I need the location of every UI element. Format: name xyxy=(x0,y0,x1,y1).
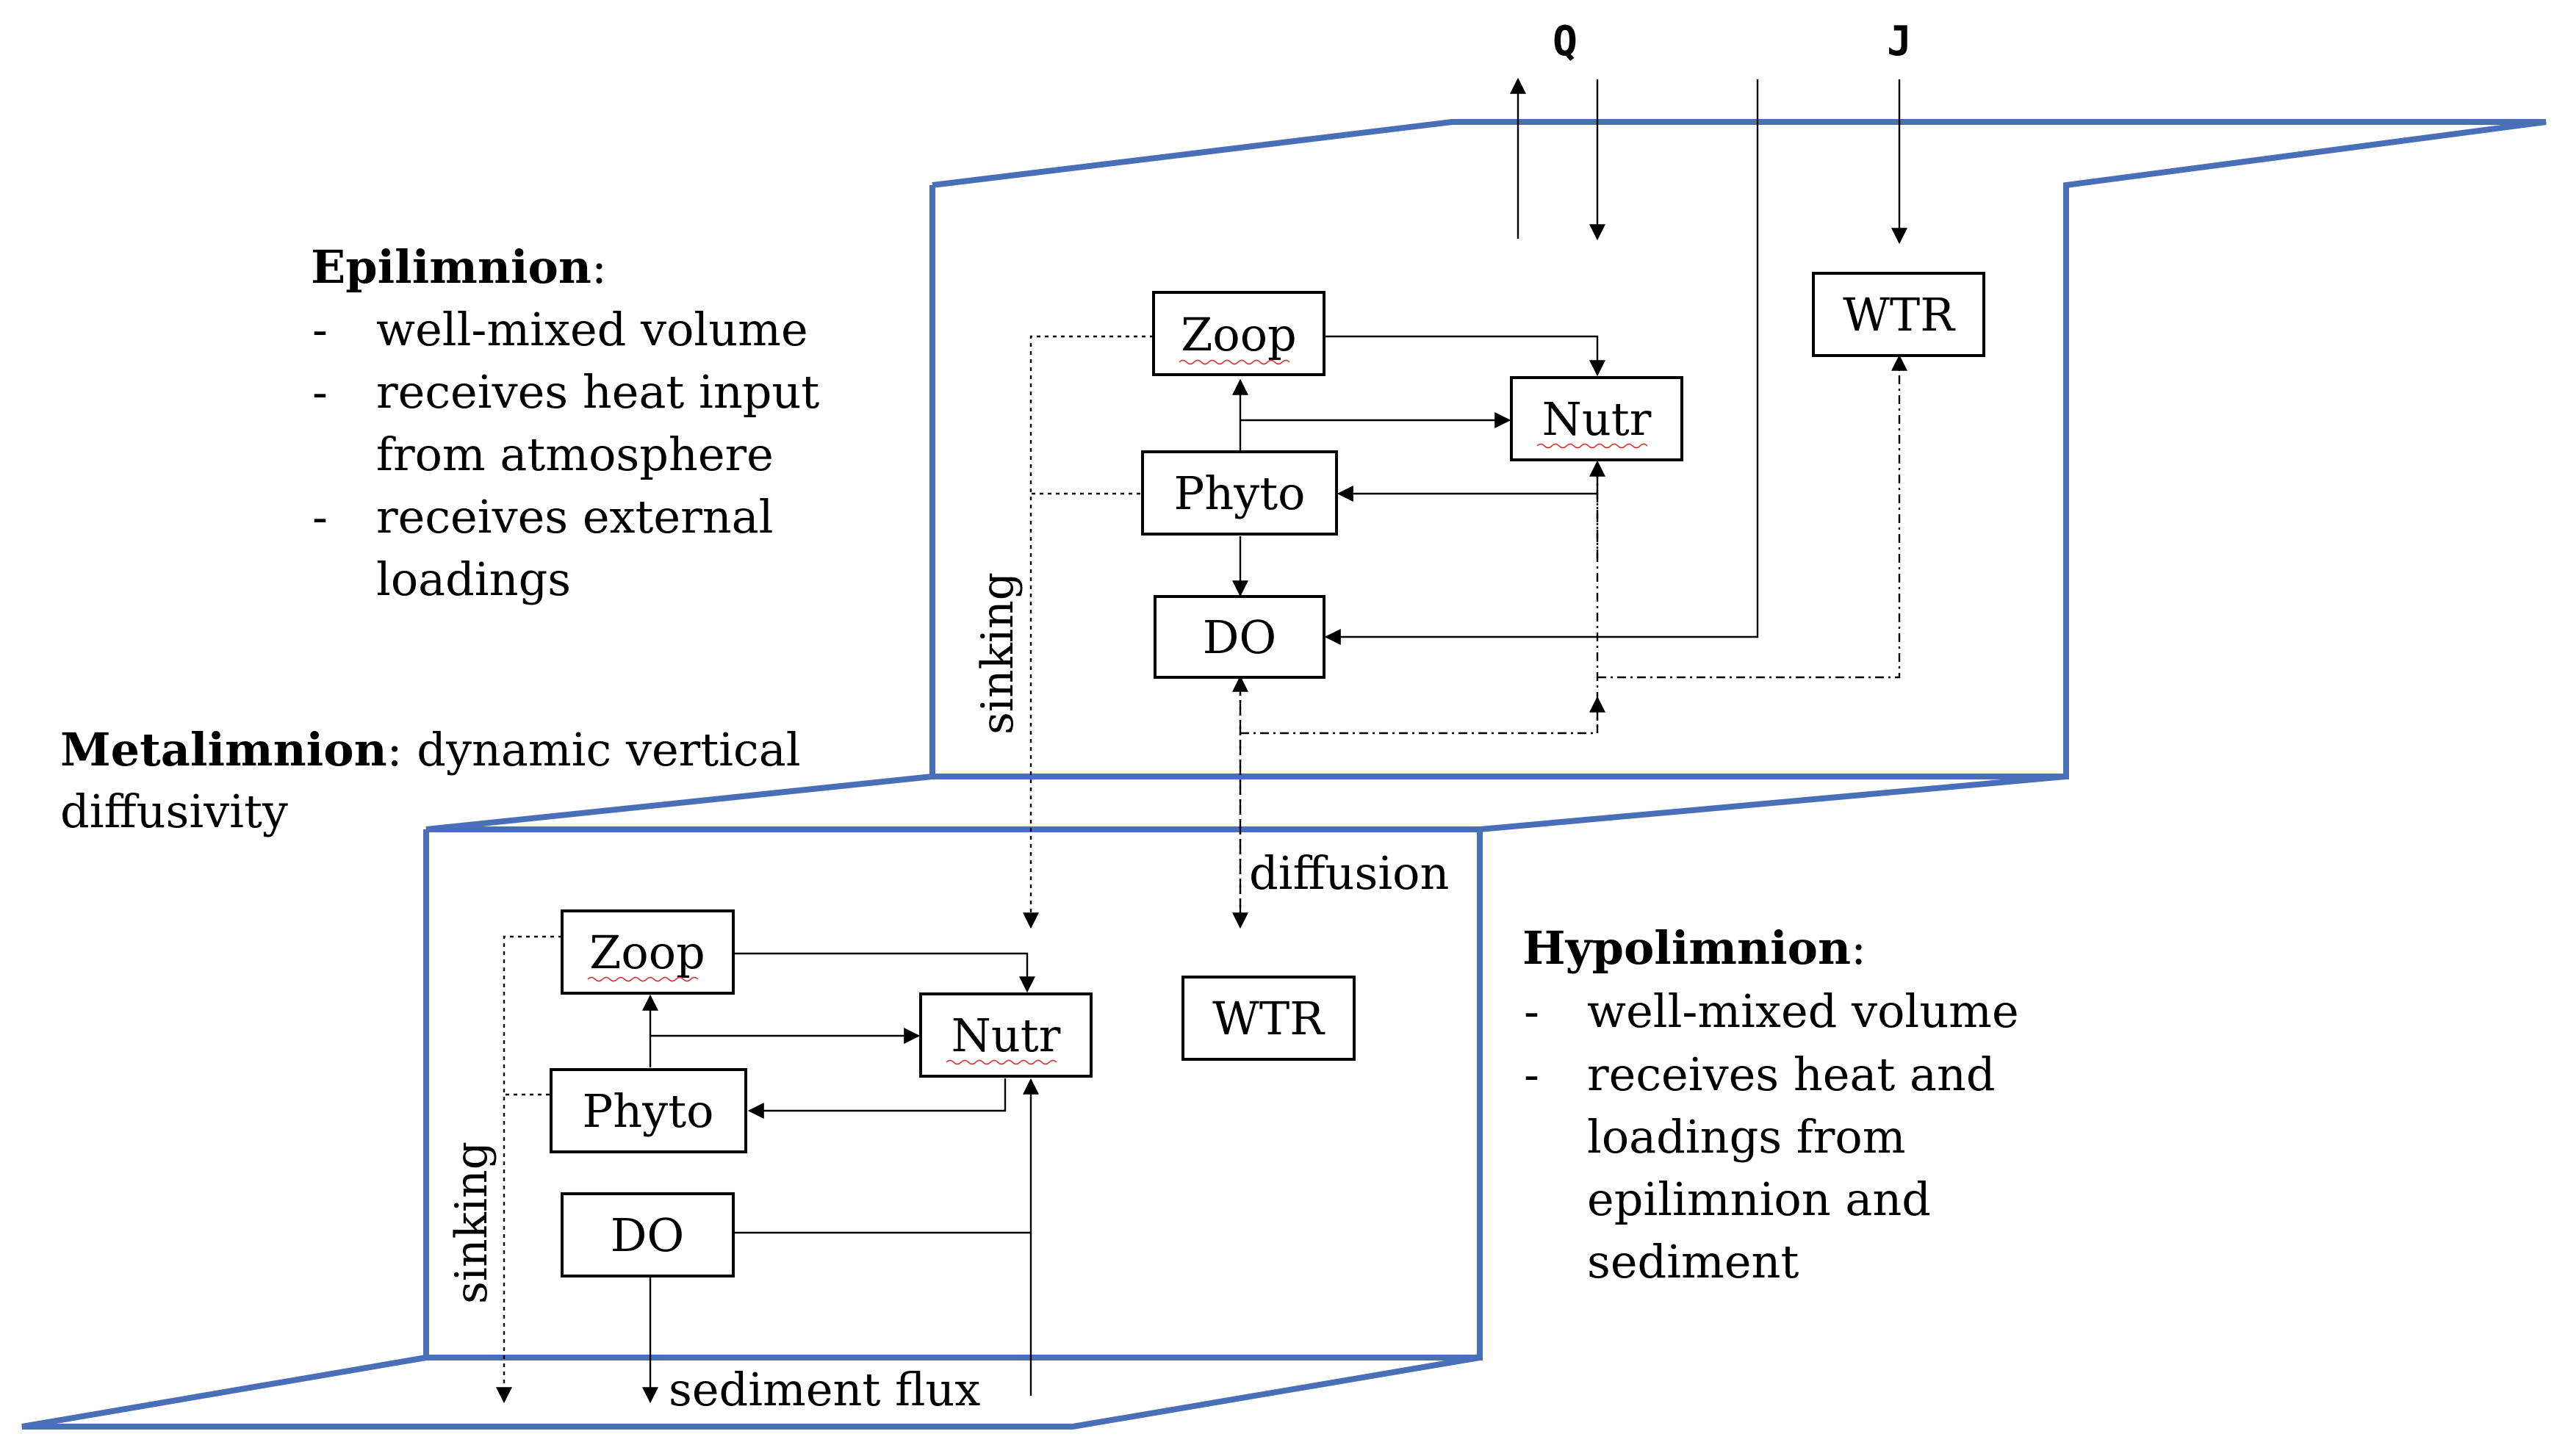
epilimnion-bullet-dash: - xyxy=(312,303,328,356)
epilimnion-bullet-dash: - xyxy=(312,490,328,544)
hypo-zoop-box xyxy=(561,909,735,995)
layer-outlines xyxy=(21,119,2547,1430)
epi-phyto-label: Phyto xyxy=(1174,466,1306,520)
hypo-wtr-box xyxy=(1181,976,1356,1061)
hypo-sinking-label: sinking xyxy=(446,1142,497,1304)
hypo-phyto-box xyxy=(550,1068,747,1153)
epilimnion-title: Epilimnion xyxy=(311,240,591,294)
epilimnion-bottom-connector xyxy=(425,774,2067,832)
hypolimnion-description: Hypolimnion: - well-mixed volume - recei… xyxy=(1522,921,2019,1289)
hypolimnion-title: Hypolimnion xyxy=(1522,921,1851,975)
hypolimnion-bottom-connector xyxy=(21,1355,1481,1430)
hypolimnion-bullet-2-line-2: loadings from xyxy=(1587,1110,1906,1164)
hypo-phyto-label: Phyto xyxy=(583,1084,714,1138)
hypolimnion-nodes: Zoop Nutr Phyto DO WTR xyxy=(550,909,1356,1277)
epi-do-label: DO xyxy=(1203,610,1277,664)
metalimnion-description-line-2: diffusivity xyxy=(60,785,288,838)
svg-text:Metalimnion: dynamic vertical: Metalimnion: dynamic vertical xyxy=(60,723,801,776)
metalimnion-title: Metalimnion xyxy=(60,723,387,776)
epilimnion-description: Epilimnion: - well-mixed volume - receiv… xyxy=(311,240,819,606)
hypo-nutr-label: Nutr xyxy=(952,1009,1061,1062)
loading-label: J xyxy=(1887,18,1912,65)
epi-nutr-box xyxy=(1510,376,1683,461)
external-inputs: Q J xyxy=(1324,18,1912,645)
epilimnion-nodes: Zoop Nutr Phyto DO WTR xyxy=(1141,272,1985,679)
diffusion-label-background xyxy=(1248,843,1468,902)
diffusion-label: diffusion xyxy=(1249,846,1449,900)
hypolimnion-bullet-2-line-3: epilimnion and xyxy=(1587,1172,1931,1226)
sediment-flux-label: sediment flux xyxy=(669,1363,980,1416)
external-to-do-arrow xyxy=(1324,79,1759,645)
epi-wtr-box xyxy=(1812,272,1985,357)
epi-sinking-label: sinking xyxy=(972,572,1024,735)
hypolimnion-bullet-1-line-1: well-mixed volume xyxy=(1587,984,2019,1038)
epi-phyto-box xyxy=(1141,450,1338,536)
hypolimnion-arrows xyxy=(496,935,1039,1404)
hypo-wtr-label: WTR xyxy=(1212,992,1325,1045)
epi-wtr-label: WTR xyxy=(1843,288,1956,342)
epilimnion-arrows xyxy=(1023,335,1907,929)
epilimnion-bullet-3-line-1: receives external xyxy=(376,490,773,544)
metalimnion-description-line-1: : dynamic vertical xyxy=(387,723,801,776)
hypo-do-box xyxy=(561,1192,735,1277)
hypo-zoop-sinking-line xyxy=(496,935,562,1404)
epi-zoop-sinking-line xyxy=(1023,335,1154,929)
hypolimnion-bullet-dash: - xyxy=(1524,984,1539,1038)
epi-zoop-to-nutr-arrow xyxy=(1324,335,1605,377)
epilimnion-bullet-1-line-1: well-mixed volume xyxy=(376,303,808,356)
metalimnion-description: Metalimnion: dynamic vertical diffusivit… xyxy=(60,723,801,838)
hypo-zoop-label: Zoop xyxy=(589,926,705,979)
heat-flux-label: Q xyxy=(1553,18,1578,65)
epi-nutr-to-phyto-arrow xyxy=(1337,462,1599,502)
epilimnion-bullet-dash: - xyxy=(312,365,328,419)
epi-nutr-label: Nutr xyxy=(1542,392,1652,446)
svg-text:Epilimnion:: Epilimnion: xyxy=(311,240,607,294)
hypo-nutr-box xyxy=(919,992,1093,1078)
hypo-do-label: DO xyxy=(611,1208,685,1262)
epilimnion-bullet-3-line-2: loadings xyxy=(376,552,571,606)
hypo-zoop-to-nutr-arrow xyxy=(733,952,1035,993)
epi-wtr-feedback-arrow xyxy=(1597,354,1907,679)
epi-zoop-label: Zoop xyxy=(1181,308,1296,361)
hypolimnion-colon: : xyxy=(1851,921,1866,975)
epi-do-box xyxy=(1154,595,1325,679)
epilimnion-bullet-2-line-1: receives heat input xyxy=(376,365,819,419)
hypolimnion-bullet-2-line-1: receives heat and xyxy=(1587,1048,1996,1101)
svg-text:Hypolimnion:: Hypolimnion: xyxy=(1522,921,1866,975)
epilimnion-bullet-2-line-2: from atmosphere xyxy=(376,428,774,481)
sediment-flux-label-background xyxy=(665,1365,1019,1416)
hypolimnion-bullet-dash: - xyxy=(1524,1048,1539,1101)
hypolimnion-bullet-2-line-4: sediment xyxy=(1587,1235,1799,1289)
epi-nutr-down-arrow xyxy=(1240,696,1605,735)
process-labels: sinking sinking diffusion sediment flux xyxy=(446,572,1468,1416)
epilimnion-colon: : xyxy=(591,240,607,294)
hypo-nutr-to-phyto-arrow xyxy=(747,1078,1007,1119)
